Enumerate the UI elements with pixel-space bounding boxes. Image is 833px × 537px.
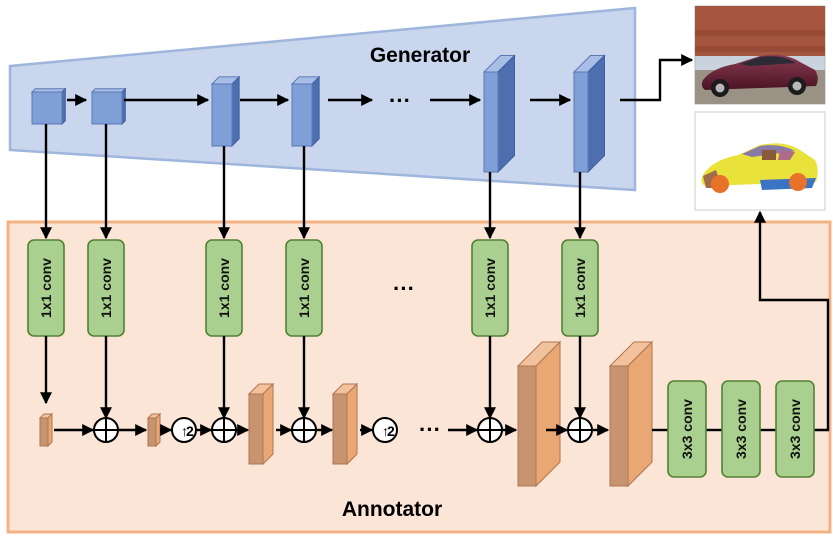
add-node: [567, 417, 593, 443]
annotator-feature-map: [608, 340, 654, 488]
upsample-node: ↑ 2: [372, 417, 398, 443]
lateral-conv-label: 1x1 conv: [572, 258, 588, 318]
annotator-feature-map: [247, 382, 275, 466]
lateral-conv-box: 1x1 conv: [27, 239, 65, 337]
annotator-feature-map: [38, 412, 54, 448]
add-node: [93, 417, 119, 443]
lateral-down-arrows: [40, 124, 586, 240]
annotator-ellipsis-top: ···: [393, 276, 415, 301]
generated-car-image: [694, 5, 826, 105]
add-nodes: [93, 417, 593, 443]
annotator-ellipsis-bottom: ···: [419, 417, 441, 442]
annotator-feature-maps: [38, 340, 654, 488]
head-conv-boxes: 3x3 conv 3x3 conv 3x3 conv: [667, 380, 815, 478]
lateral-conv-label: 1x1 conv: [38, 258, 54, 318]
head-conv-box: 3x3 conv: [667, 380, 707, 478]
generator-feature-block: [572, 54, 606, 174]
annotator-feature-map: [331, 382, 359, 466]
generator-flow-arrows: [67, 54, 694, 106]
annotator-feature-map: [516, 340, 562, 488]
head-conv-label: 3x3 conv: [679, 399, 695, 459]
upsample-arrow-icon: ↑: [181, 423, 188, 439]
generator-panel: [8, 6, 637, 192]
lateral-conv-box: 1x1 conv: [471, 239, 509, 337]
upsample-factor: 2: [387, 423, 395, 439]
generator-feature-block: [90, 87, 127, 126]
generator-feature-block: [210, 75, 241, 148]
lateral-conv-box: 1x1 conv: [285, 239, 323, 337]
generator-feature-block: [30, 87, 67, 126]
head-conv-box: 3x3 conv: [721, 380, 761, 478]
lateral-conv-box: 1x1 conv: [87, 239, 125, 337]
lateral-conv-label: 1x1 conv: [216, 258, 232, 318]
generator-title: Generator: [370, 44, 470, 67]
lateral-conv-box: 1x1 conv: [561, 239, 599, 337]
generator-feature-block: [290, 75, 321, 148]
upsample-arrow-icon: ↑: [382, 423, 389, 439]
annotator-panel: [6, 220, 832, 534]
segmentation-mask-image: [694, 111, 826, 211]
head-conv-label: 3x3 conv: [733, 399, 749, 459]
add-node: [291, 417, 317, 443]
head-conv-label: 3x3 conv: [787, 399, 803, 459]
annotator-flow-arrows: [54, 210, 830, 436]
head-conv-box: 3x3 conv: [775, 380, 815, 478]
lateral-conv-box: 1x1 conv: [205, 239, 243, 337]
annotator-title: Annotator: [342, 498, 442, 521]
add-node: [211, 417, 237, 443]
upsample-factor: 2: [186, 423, 194, 439]
lateral-conv-label: 1x1 conv: [482, 258, 498, 318]
add-node: [477, 417, 503, 443]
annotator-feature-map: [146, 412, 162, 448]
lateral-conv-label: 1x1 conv: [98, 258, 114, 318]
upsample-node: ↑ 2: [171, 417, 197, 443]
generator-feature-block: [482, 54, 516, 174]
lateral-merge-arrows: [40, 336, 586, 420]
generator-feature-blocks: [30, 54, 606, 174]
generator-ellipsis: ···: [389, 88, 411, 113]
lateral-conv-label: 1x1 conv: [296, 258, 312, 318]
